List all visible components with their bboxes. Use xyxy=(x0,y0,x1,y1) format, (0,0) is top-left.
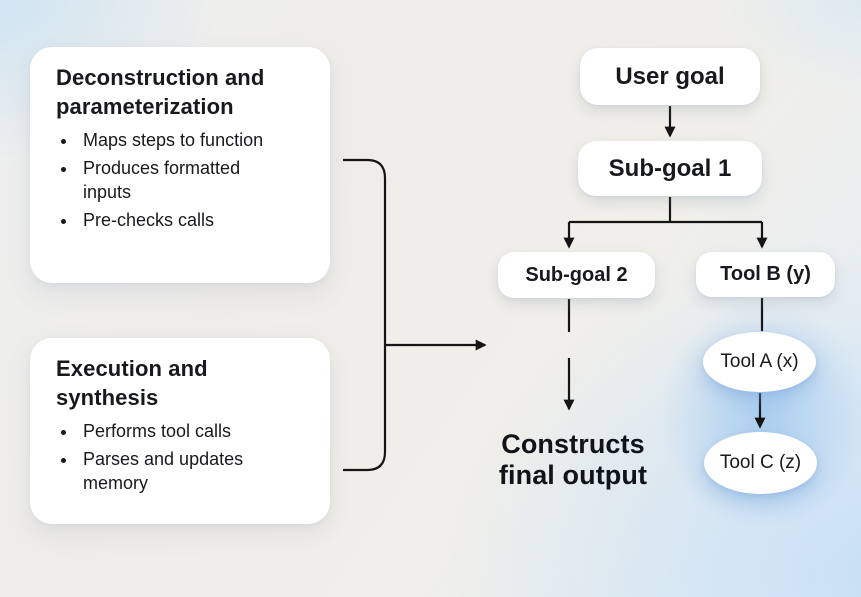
bullet-item: Maps steps to function xyxy=(78,128,266,152)
node-sub-goal-2: Sub-goal 2 xyxy=(498,252,655,298)
card-title: Execution and synthesis xyxy=(56,356,208,410)
card-deconstruction: Deconstruction and parameterization Maps… xyxy=(30,47,330,283)
node-sub-goal-1: Sub-goal 1 xyxy=(578,141,762,196)
node-tool-a: Tool A (x) xyxy=(703,332,816,392)
node-tool-c: Tool C (z) xyxy=(704,432,817,494)
node-tool-b: Tool B (y) xyxy=(696,252,835,297)
card-title: Deconstruction and parameterization xyxy=(56,65,265,119)
card-bullet-list: Maps steps to function Produces formatte… xyxy=(56,128,310,232)
constructs-final-output-label: Constructs final output xyxy=(498,429,648,490)
grouping-bracket xyxy=(343,158,387,472)
bullet-item: Produces formatted inputs xyxy=(78,156,266,204)
card-bullet-list: Performs tool calls Parses and updates m… xyxy=(56,419,310,495)
bullet-item: Pre-checks calls xyxy=(78,208,266,232)
bullet-item: Performs tool calls xyxy=(78,419,266,443)
card-execution: Execution and synthesis Performs tool ca… xyxy=(30,338,330,524)
bullet-item: Parses and updates memory xyxy=(78,447,266,495)
node-user-goal: User goal xyxy=(580,48,760,105)
